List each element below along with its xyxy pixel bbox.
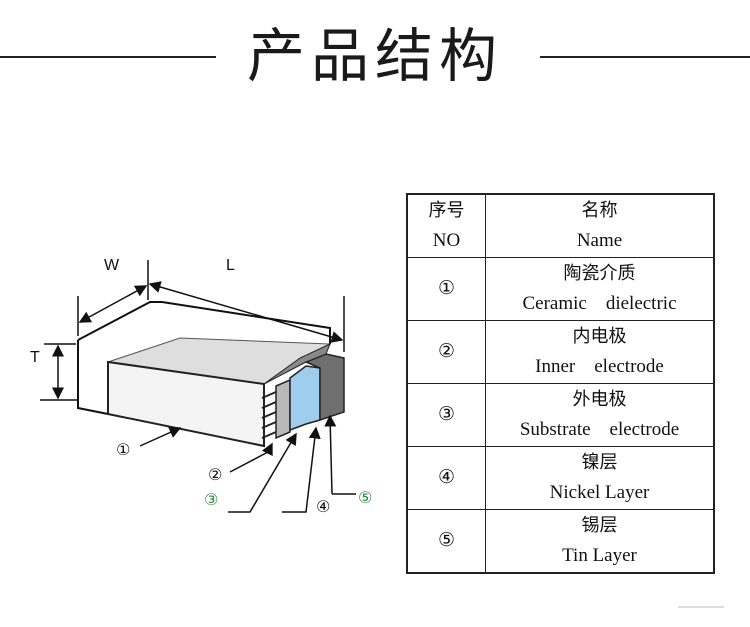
- callout-4: ④: [316, 497, 330, 516]
- row-name-cell: 内电极 Inner electrode: [485, 320, 715, 384]
- structure-legend-table: 序号 NO 名称 Name ① 陶瓷介质 Ceramic dielectric …: [406, 193, 715, 574]
- dim-w-arrow: [78, 285, 148, 323]
- row-name-zh: 陶瓷介质: [563, 263, 636, 284]
- table-row: ① 陶瓷介质 Ceramic dielectric: [406, 257, 715, 321]
- title-rule-left: [0, 56, 216, 58]
- row-number: ④: [406, 446, 486, 510]
- dim-w-label: W: [104, 257, 120, 274]
- row-name-en: Substrate electrode: [519, 419, 680, 440]
- inner-electrode-stripes: [261, 391, 277, 439]
- row-name-en: Tin Layer: [562, 545, 637, 566]
- row-number: ③: [406, 383, 486, 447]
- header-num-en: NO: [432, 230, 461, 251]
- callout-2: ②: [208, 465, 222, 484]
- row-number: ⑤: [406, 509, 486, 574]
- row-name-cell: 锡层 Tin Layer: [485, 509, 715, 574]
- row-name-en: Nickel Layer: [549, 482, 650, 503]
- header-num-cell: 序号 NO: [406, 193, 486, 258]
- header-name-cell: 名称 Name: [485, 193, 715, 258]
- row-name-zh: 锡层: [581, 515, 618, 536]
- row-name-zh: 内电极: [572, 326, 627, 347]
- dim-t-label: T: [30, 349, 40, 366]
- termination-top-cap: [263, 343, 331, 385]
- dim-l-arrow: [148, 281, 344, 343]
- table-row: ③ 外电极 Substrate electrode: [406, 383, 715, 447]
- row-number: ②: [406, 320, 486, 384]
- title-rule-right: [540, 56, 750, 58]
- row-name-cell: 镍层 Nickel Layer: [485, 446, 715, 510]
- dim-l-label: L: [226, 257, 235, 274]
- table-header-row: 序号 NO 名称 Name: [406, 193, 715, 258]
- corner-mark: [678, 606, 724, 608]
- callout-5: ⑤: [358, 488, 372, 507]
- row-name-en: Ceramic dielectric: [522, 293, 677, 314]
- header-num-zh: 序号: [428, 200, 465, 221]
- table-row: ② 内电极 Inner electrode: [406, 320, 715, 384]
- termination-substrate-layer: [289, 365, 321, 432]
- callout-1: ①: [116, 440, 130, 459]
- table-row: ④ 镍层 Nickel Layer: [406, 446, 715, 510]
- row-name-cell: 陶瓷介质 Ceramic dielectric: [485, 257, 715, 321]
- callout-3: ③: [204, 490, 218, 509]
- page-title: 产品结构: [246, 22, 503, 90]
- row-number: ①: [406, 257, 486, 321]
- row-name-en: Inner electrode: [535, 356, 664, 377]
- header-name-en: Name: [576, 230, 623, 251]
- header-name-zh: 名称: [581, 200, 618, 221]
- row-name-zh: 镍层: [581, 452, 618, 473]
- row-name-cell: 外电极 Substrate electrode: [485, 383, 715, 447]
- capacitor-structure-diagram: W L T ① ② ③ ④ ⑤: [30, 257, 372, 516]
- table-row: ⑤ 锡层 Tin Layer: [406, 509, 715, 574]
- row-name-zh: 外电极: [572, 389, 627, 410]
- termination-inner-layer: [275, 378, 291, 440]
- leader-lines: [139, 414, 356, 513]
